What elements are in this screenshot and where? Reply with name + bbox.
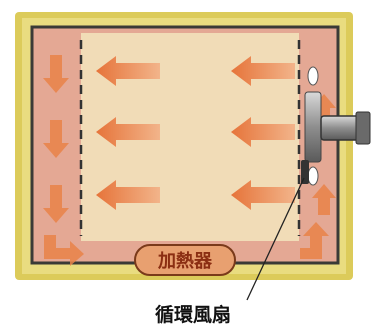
airflow-arrow-left [96, 117, 160, 147]
airflow-arrow-up [312, 184, 336, 215]
fan-motor-shaft [320, 115, 360, 141]
airflow-arrow-down [43, 185, 69, 223]
circulation-fan [301, 66, 371, 186]
airflow-arrow-down [43, 55, 69, 93]
airflow-arrow-left [96, 56, 160, 86]
heater-label: 加熱器 [157, 250, 213, 272]
inner-airflow-arrows [96, 56, 295, 210]
airflow-arrow-left [231, 117, 295, 147]
airflow-arrow-left [231, 56, 295, 86]
heater: 加熱器 [134, 244, 236, 276]
airflow-arrow-corner-left [44, 235, 84, 266]
circulation-fan-label: 循環風扇 [155, 303, 231, 326]
airflow-arrow-down [43, 120, 69, 158]
airflow-arrow-left [231, 180, 295, 210]
airflow-arrow-left [96, 180, 160, 210]
fan-pointer-line [246, 177, 305, 301]
airflow-arrow-corner-right [300, 222, 329, 259]
left-channel-arrows [43, 55, 69, 223]
